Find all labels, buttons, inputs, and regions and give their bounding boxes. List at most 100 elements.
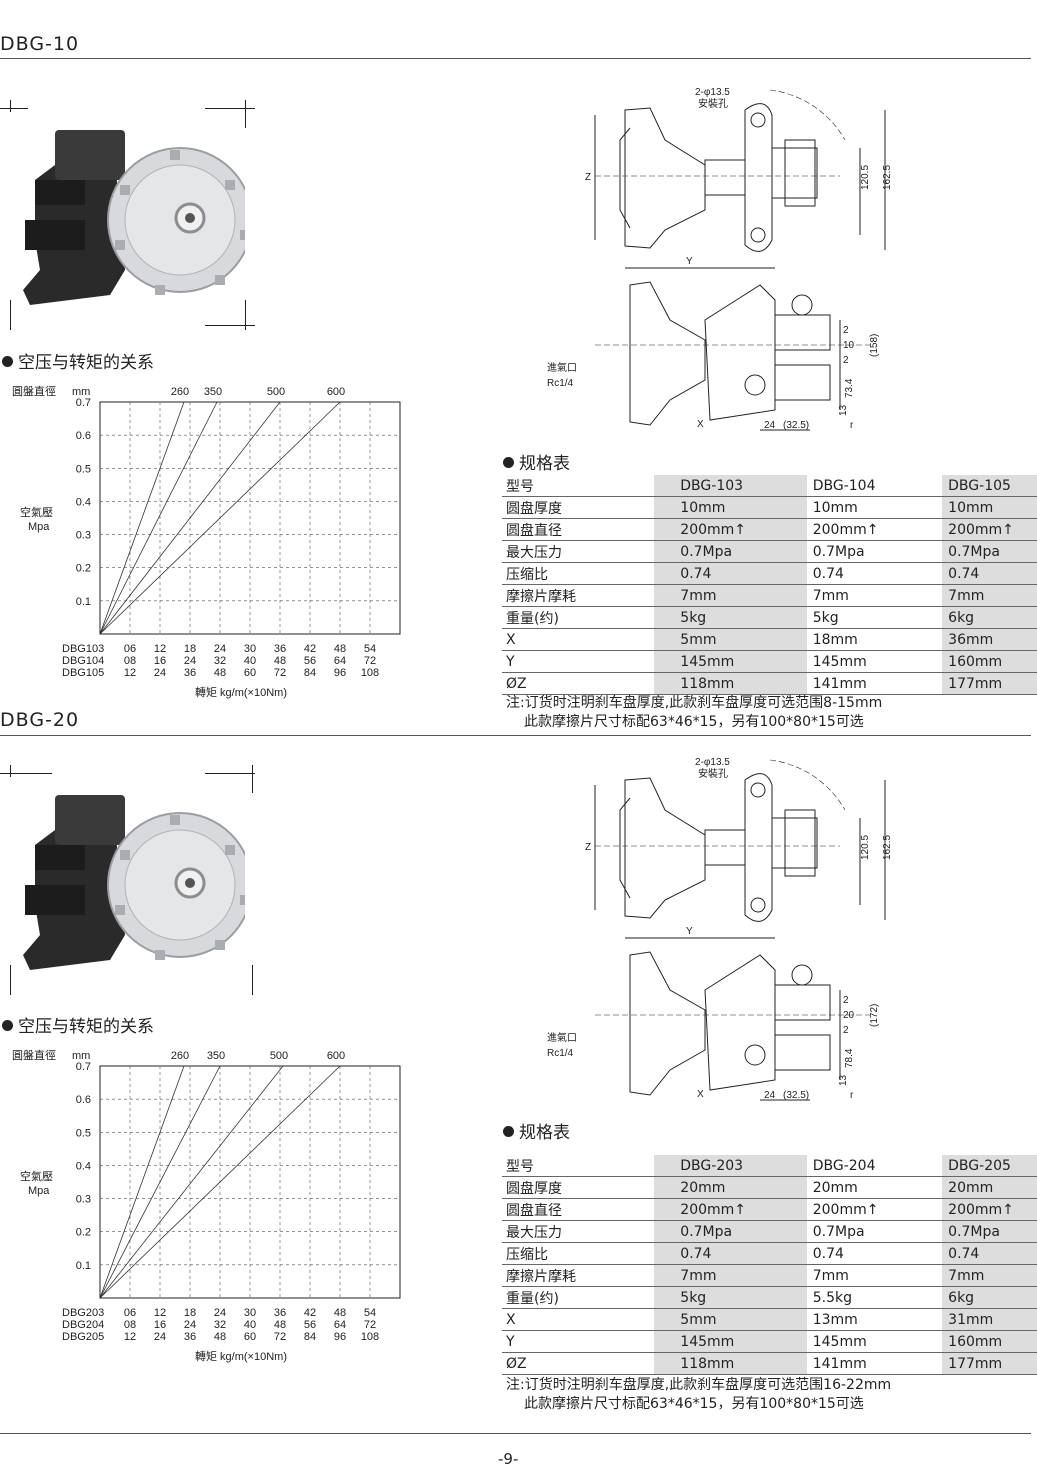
y-tick-label: 0.4 (76, 1160, 91, 1172)
spec-value: 5mm (654, 1308, 807, 1331)
x-tick-label: 12 (154, 643, 166, 655)
spec-value: 6kg (942, 1286, 1037, 1309)
y-tick-label: 0.1 (76, 596, 91, 608)
bracket-side (704, 954, 776, 1091)
x-row-name: DBG203 (62, 1307, 104, 1319)
spec-value: 0.7Mpa (806, 1220, 943, 1243)
spec-value: 160mm (942, 1330, 1037, 1353)
spec-value: DBG-103 (654, 475, 807, 497)
y-tick-label: 0.1 (76, 1260, 91, 1272)
x-tick-label: 24 (184, 1319, 196, 1331)
inlet-thread-label: Rc1/4 (547, 1048, 574, 1059)
top-axis-unit: mm (72, 1050, 90, 1062)
chart-heading: 空压与转矩的关系 (2, 348, 154, 373)
bullet-icon (503, 457, 514, 468)
dim-y-label: Y (686, 926, 693, 937)
x-tick-label: 72 (274, 667, 286, 679)
x-tick-label: 16 (154, 1319, 166, 1331)
spec-value: 13mm (806, 1308, 943, 1331)
x-row-name: DBG104 (62, 655, 104, 667)
spec-value: 118mm (654, 1352, 807, 1375)
series-line-350 (99, 401, 218, 635)
spec-value: 20mm (654, 1176, 807, 1199)
spec-label: X (502, 628, 655, 651)
x-tick-label: 40 (244, 655, 256, 667)
x-tick-label: 24 (184, 655, 196, 667)
series-label-500: 500 (270, 1050, 288, 1062)
x-tick-label: 64 (334, 655, 346, 667)
x-tick-label: 54 (364, 643, 376, 655)
x-tick-label: 36 (274, 1307, 286, 1319)
spec-value: 200mm↑ (806, 518, 943, 541)
spec-value: 200mm↑ (654, 518, 807, 541)
spec-value: 7mm (942, 1264, 1037, 1287)
disc-arc (769, 759, 846, 811)
spec-label: Y (502, 650, 655, 673)
series-label-600: 600 (327, 386, 345, 398)
footer-rule (0, 1433, 1031, 1434)
pivot-bottom (744, 374, 766, 396)
spec-value: 36mm (942, 628, 1037, 651)
section-title: DBG-10 (0, 33, 80, 55)
x-tick-label: 16 (154, 655, 166, 667)
y-tick-label: 0.2 (76, 1227, 91, 1239)
spec-label: 型号 (502, 475, 655, 497)
x-axis-label: 轉矩 kg/m(×10Nm) (195, 1350, 287, 1363)
x-row-name: DBG204 (62, 1319, 104, 1331)
x-row-name: DBG103 (62, 643, 104, 655)
hole-label: 2-φ13.5 (695, 87, 730, 98)
series-line-600 (99, 401, 341, 635)
y-axis-unit: Mpa (28, 521, 50, 533)
mount-hole-top (750, 112, 766, 128)
top-axis-label: 圓盤直徑 (12, 384, 56, 398)
x-tick-label: 36 (274, 643, 286, 655)
y-tick-label: 0.7 (76, 1061, 91, 1073)
chart-heading-text: 空压与转矩的关系 (18, 1017, 154, 1037)
series-label-600: 600 (327, 1050, 345, 1062)
spec-label: 重量(约) (502, 606, 655, 629)
x-tick-label: 48 (214, 1331, 226, 1343)
spec-label: 摩擦片摩耗 (502, 584, 655, 607)
product-photo (0, 765, 255, 995)
x-tick-label: 48 (274, 655, 286, 667)
x-tick-label: 84 (304, 1331, 316, 1343)
spec-value: 145mm (806, 650, 943, 673)
dim-10-label: (32.5) (783, 1090, 809, 1101)
spec-value: DBG-104 (806, 475, 943, 497)
x-tick-label: 32 (214, 1319, 226, 1331)
y-tick-label: 0.3 (76, 1194, 91, 1206)
dim-4-label: 73.4 (844, 378, 855, 398)
note-line-1: 注:订货时注明刹车盘厚度,此款刹车盘厚度可选范围16-22mm (506, 1377, 892, 1393)
spec-value: 0.74 (942, 562, 1037, 585)
x-tick-label: 08 (124, 1319, 136, 1331)
spec-value: 6kg (942, 606, 1037, 629)
spec-value: 7mm (806, 1264, 943, 1287)
spec-value: 18mm (806, 628, 943, 651)
spec-value: 7mm (654, 1264, 807, 1287)
y-tick-label: 0.4 (76, 496, 91, 508)
x-tick-label: 60 (244, 1331, 256, 1343)
dim-9-label: 24 (764, 1090, 776, 1101)
caliper-body (771, 147, 818, 199)
spec-value: 200mm↑ (942, 518, 1037, 541)
series-line-600 (99, 1065, 341, 1299)
mount-hole-bottom (750, 227, 766, 243)
diaphragm-side (629, 281, 706, 426)
spec-label: Y (502, 1330, 655, 1353)
x-tick-label: 30 (244, 643, 256, 655)
dim-7-label: 2 (843, 1025, 849, 1036)
x-tick-label: 48 (214, 667, 226, 679)
x-tick-label: 24 (154, 667, 166, 679)
